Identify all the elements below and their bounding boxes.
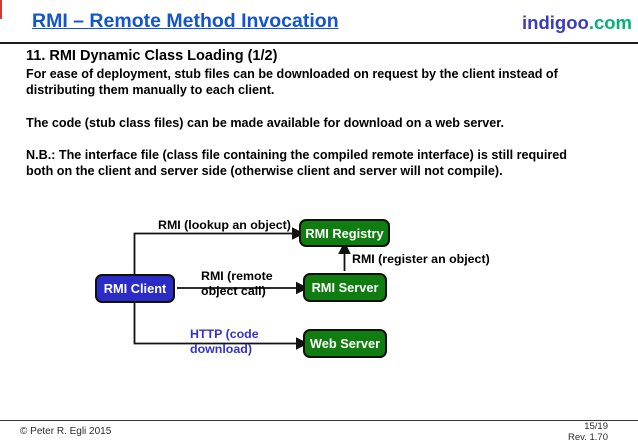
node-rmi-client: RMI Client [95, 274, 175, 303]
logo-name: indigoo [522, 12, 589, 33]
revision-number: Rev. 1.70 [568, 431, 608, 442]
left-edge-artifact [0, 0, 2, 19]
footer-copyright: © Peter R. Egli 2015 [20, 426, 112, 437]
node-web-server: Web Server [303, 329, 387, 358]
paragraph-webserver: The code (stub class files) can be made … [26, 116, 505, 130]
node-rmi-registry: RMI Registry [299, 219, 390, 247]
edge-lookup-line [133, 227, 305, 274]
paragraph-deployment: For ease of deployment, stub files can b… [26, 67, 558, 98]
slide-section-heading: 11. RMI Dynamic Class Loading (1/2) [26, 48, 278, 64]
header-divider [0, 42, 638, 44]
footer-divider [0, 420, 638, 421]
slide-header-title: RMI – Remote Method Invocation [32, 10, 339, 32]
page-number: 15/19 [584, 421, 608, 432]
footer-page-info: 15/19 Rev. 1.70 [568, 421, 608, 442]
edge-label-http-code-download: HTTP (code download) [190, 327, 259, 356]
logo-tld: .com [588, 12, 632, 33]
indigoo-logo: indigoo.com [522, 12, 632, 34]
paragraph-nb-interface: N.B.: The interface file (class file con… [26, 148, 567, 179]
edge-label-register: RMI (register an object) [352, 252, 490, 266]
edge-label-lookup: RMI (lookup an object) [158, 218, 291, 232]
node-rmi-server: RMI Server [303, 273, 387, 302]
edge-label-remote-object-call: RMI (remote object call) [201, 269, 273, 298]
